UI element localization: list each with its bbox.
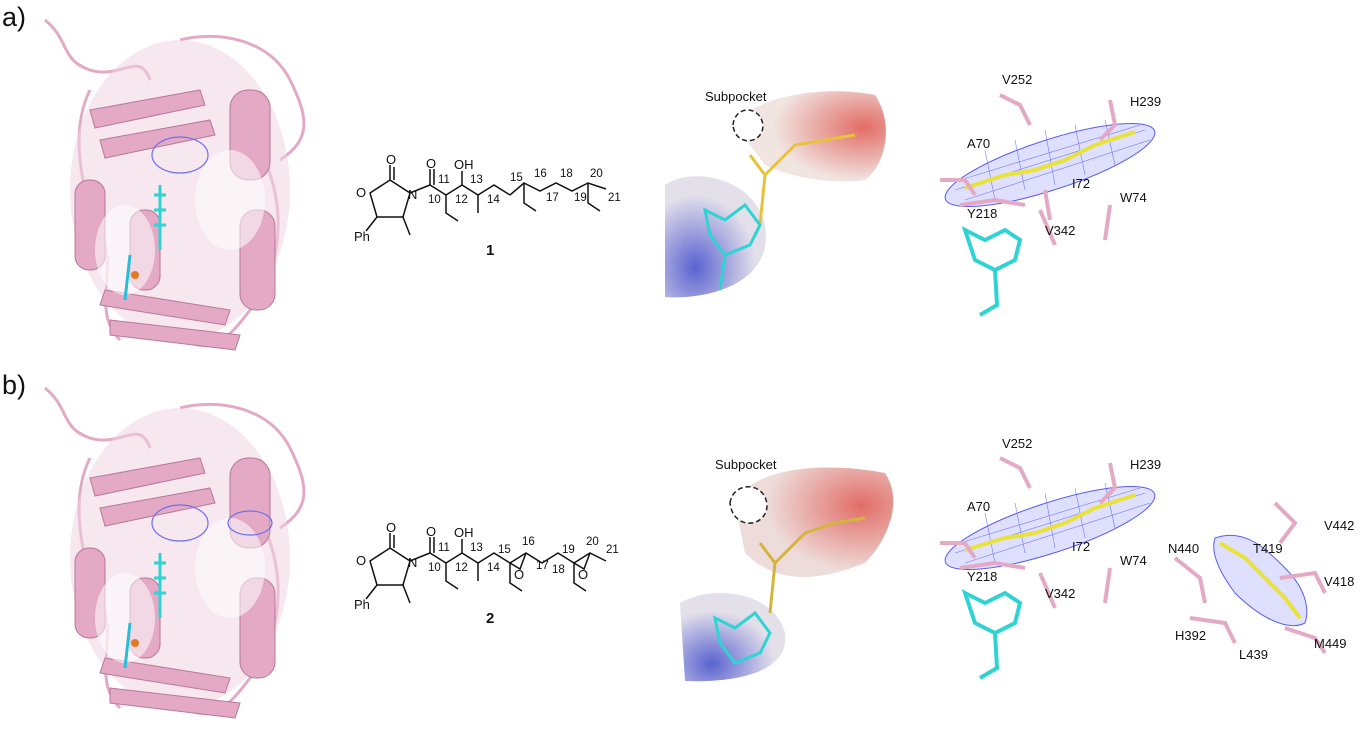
hydroxyl-group: OH (454, 525, 474, 540)
residue-label: V418 (1324, 574, 1354, 589)
carbon-number-15: 15 (498, 544, 511, 556)
residue-label: W74 (1120, 190, 1147, 205)
carbon-number-11: 11 (438, 174, 450, 186)
carbon-number-15: 15 (510, 172, 523, 184)
carbon-number-10: 10 (428, 194, 441, 206)
carbonyl-oxygen: O (386, 155, 396, 167)
panel-b: b) (0, 368, 1361, 728)
panel-label: b) (2, 370, 27, 400)
carbon-number-14: 14 (487, 562, 500, 574)
carbon-number-20: 20 (590, 168, 603, 180)
carbon-number-17: 17 (536, 560, 549, 572)
residue-label: A70 (967, 499, 990, 514)
panel-label: a) (2, 2, 27, 32)
carbon-number-21: 21 (606, 544, 619, 556)
residue-label: Y218 (967, 206, 997, 221)
residue-label: M449 (1314, 636, 1347, 651)
compound-structure-2: O O O N OH Ph O O 10 11 12 13 14 15 16 1… (354, 523, 619, 627)
epoxide-oxygen: O (578, 567, 588, 582)
residue-label: H239 (1130, 94, 1161, 109)
residue-label: I72 (1072, 539, 1090, 554)
residue-label: N440 (1168, 541, 1199, 556)
protein-cartoon-icon (44, 18, 306, 351)
carbon-number-11: 11 (438, 542, 450, 554)
compound-number: 1 (486, 242, 494, 259)
electrostatic-surface-icon: Subpocket (680, 457, 894, 682)
carbon-number-19: 19 (574, 192, 587, 204)
compound-structure-1: O O O N OH Ph 10 11 12 13 14 15 16 17 18… (354, 155, 621, 259)
carbon-number-13: 13 (470, 174, 483, 186)
residue-label: I72 (1072, 176, 1090, 191)
subpocket-label: Subpocket (715, 457, 777, 472)
carbon-number-19: 19 (562, 544, 575, 556)
carbon-number-12: 12 (455, 194, 468, 206)
residue-label: H239 (1130, 457, 1161, 472)
carbonyl-oxygen: O (386, 523, 396, 535)
carbon-number-16: 16 (522, 536, 535, 548)
protein-cartoon-icon (44, 386, 306, 719)
carbon-number-21: 21 (608, 192, 621, 204)
residue-label: V342 (1045, 586, 1075, 601)
carbon-number-16: 16 (534, 168, 547, 180)
nitrogen-atom: N (408, 555, 417, 570)
epoxide-oxygen: O (514, 567, 524, 582)
carbon-number-20: 20 (586, 536, 599, 548)
subpocket-label: Subpocket (705, 89, 767, 104)
amide-oxygen: O (426, 524, 436, 539)
residue-label: L439 (1239, 647, 1268, 662)
carbon-number-12: 12 (455, 562, 468, 574)
residue-label: Y218 (967, 569, 997, 584)
hydroxyl-group: OH (454, 157, 474, 172)
carbon-number-14: 14 (487, 194, 500, 206)
compound-number: 2 (486, 610, 494, 627)
phenyl-group: Ph (354, 597, 370, 612)
carbon-number-18: 18 (552, 564, 565, 576)
phenyl-group: Ph (354, 229, 370, 244)
carbon-number-13: 13 (470, 542, 483, 554)
electron-density-mesh-icon: V252 H239 A70 I72 W74 Y218 V342 (940, 72, 1161, 317)
residue-label: H392 (1175, 628, 1206, 643)
residue-label: V252 (1002, 72, 1032, 87)
residue-label: V442 (1324, 518, 1354, 533)
ring-oxygen: O (356, 553, 366, 568)
residue-label: V252 (1002, 436, 1032, 451)
nitrogen-atom: N (408, 187, 417, 202)
electrostatic-surface-icon: Subpocket (665, 89, 886, 298)
panel-a: a) (0, 0, 1361, 360)
carbon-number-10: 10 (428, 562, 441, 574)
residue-label: T419 (1253, 541, 1283, 556)
electron-density-mesh-icon: V252 H239 A70 I72 W74 Y218 V342 N440 T41… (940, 436, 1354, 680)
carbon-number-17: 17 (546, 192, 559, 204)
residue-label: A70 (967, 136, 990, 151)
ring-oxygen: O (356, 185, 366, 200)
carbon-number-18: 18 (560, 168, 573, 180)
residue-label: V342 (1045, 223, 1075, 238)
amide-oxygen: O (426, 156, 436, 171)
residue-label: W74 (1120, 553, 1147, 568)
